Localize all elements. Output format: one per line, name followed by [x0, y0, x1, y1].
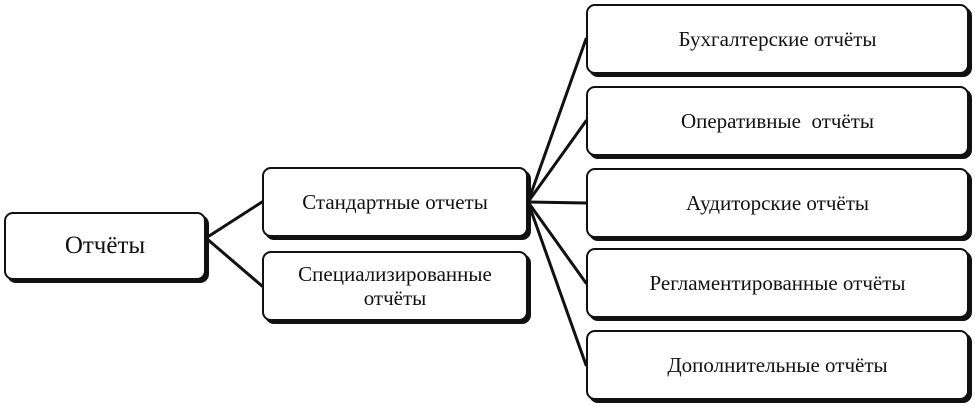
node-label: Специализированные отчёты [298, 261, 492, 310]
connector-standard-to-regulated [526, 200, 588, 285]
node-label: Регламентированные отчёты [649, 270, 906, 295]
node-regulated-reports: Регламентированные отчёты [586, 248, 969, 318]
node-specialized-reports: Специализированные отчёты [262, 251, 528, 321]
connector-standard-to-audit [526, 200, 588, 205]
node-operational-reports: Оперативные отчёты [586, 86, 969, 156]
connector-standard-to-operational [526, 119, 588, 204]
node-label: Дополнительные отчёты [667, 352, 888, 377]
connector-root-to-standard [204, 200, 264, 240]
connector-root-to-specialized [204, 236, 264, 288]
node-accounting-reports: Бухгалтерские отчёты [586, 4, 969, 74]
node-label: Аудиторские отчёты [685, 190, 870, 215]
node-label: Бухгалтерские отчёты [678, 26, 877, 51]
connector-standard-to-accounting [526, 37, 588, 204]
node-label: Оперативные отчёты [680, 108, 875, 133]
connector-standard-to-additional [526, 200, 588, 367]
node-standard-reports: Стандартные отчеты [262, 167, 528, 237]
node-additional-reports: Дополнительные отчёты [586, 330, 969, 400]
node-label: Отчёты [64, 231, 146, 259]
node-label: Стандартные отчеты [302, 189, 488, 214]
node-audit-reports: Аудиторские отчёты [586, 168, 969, 238]
node-reports-root: Отчёты [4, 212, 206, 280]
